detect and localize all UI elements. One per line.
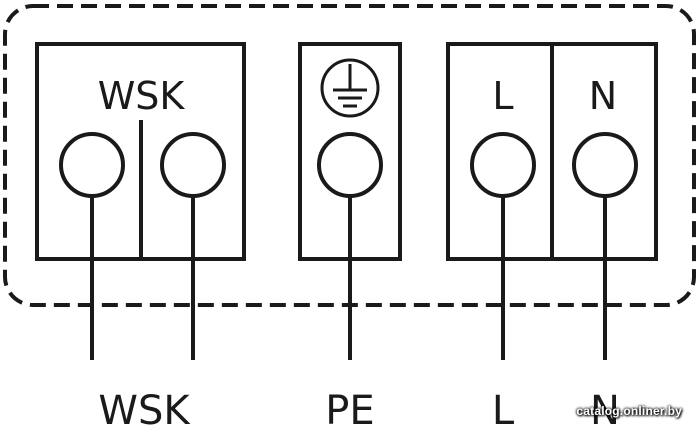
output-label-pe: PE bbox=[325, 388, 374, 434]
output-label-wsk: WSK bbox=[98, 388, 191, 434]
pe-terminal-block bbox=[298, 42, 402, 261]
l-terminal bbox=[470, 132, 536, 198]
output-label-n: N bbox=[590, 388, 620, 434]
earth-ground-icon bbox=[320, 58, 380, 118]
wires bbox=[90, 196, 607, 360]
wsk-terminal-1 bbox=[59, 132, 125, 198]
watermark: catalog.onliner.by bbox=[576, 404, 682, 418]
n-box-label: N bbox=[589, 74, 617, 118]
n-terminal bbox=[572, 132, 638, 198]
ln-terminal-block: L N bbox=[446, 42, 658, 261]
wsk-terminal-2 bbox=[160, 132, 226, 198]
pe-terminal bbox=[317, 132, 383, 198]
l-box-label: L bbox=[492, 74, 513, 118]
output-label-l: L bbox=[492, 388, 515, 434]
wsk-box-label: WSK bbox=[98, 74, 186, 118]
wsk-terminal-block: WSK bbox=[35, 42, 246, 261]
